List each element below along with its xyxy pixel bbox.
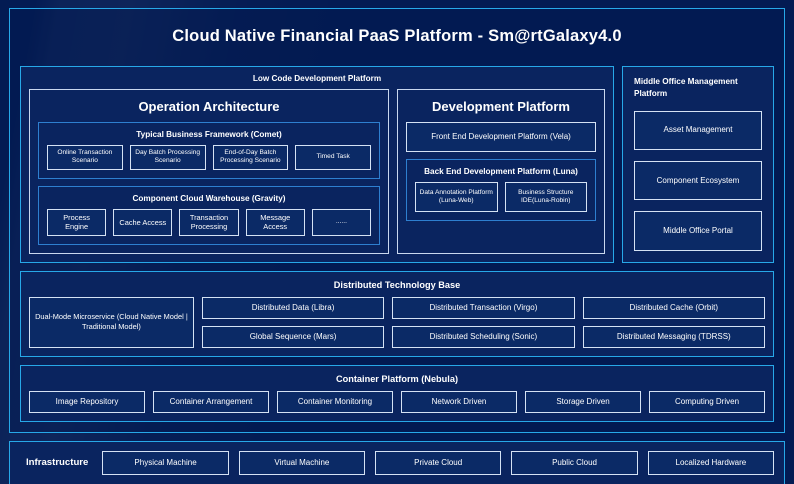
- node-more-ellipsis[interactable]: ......: [311, 208, 372, 236]
- node-localized-hardware[interactable]: Localized Hardware: [647, 450, 775, 475]
- operation-architecture-title: Operation Architecture: [138, 99, 280, 114]
- container-platform-title: Container Platform (Nebula): [336, 373, 458, 384]
- back-end-row: Data Annotation Platform (Luna-Web) Busi…: [415, 182, 587, 212]
- distributed-technology-base-title: Distributed Technology Base: [333, 279, 461, 290]
- node-global-sequence[interactable]: Global Sequence (Mars): [201, 325, 385, 348]
- component-cloud-warehouse-title: Component Cloud Warehouse (Gravity): [132, 193, 286, 203]
- development-platform-body: Front End Development Platform (Vela) Ba…: [406, 122, 596, 221]
- node-physical-machine[interactable]: Physical Machine: [102, 450, 229, 475]
- node-asset-management[interactable]: Asset Management: [634, 110, 762, 151]
- node-container-monitoring[interactable]: Container Monitoring: [277, 390, 393, 413]
- low-code-development-platform: Low Code Development Platform Operation …: [20, 66, 614, 263]
- node-private-cloud[interactable]: Private Cloud: [375, 450, 502, 475]
- development-platform: Development Platform Front End Developme…: [397, 89, 605, 254]
- node-distributed-transaction[interactable]: Distributed Transaction (Virgo): [392, 296, 575, 319]
- node-data-annotation-platform[interactable]: Data Annotation Platform (Luna-Web): [415, 182, 498, 212]
- container-platform-row: Image Repository Container Arrangement C…: [29, 390, 765, 413]
- distributed-column-1: Distributed Data (Libra) Global Sequence…: [201, 296, 385, 348]
- component-cloud-warehouse-row: Process Engine Cache Access Transaction …: [47, 208, 372, 236]
- main-platform-panel: Cloud Native Financial PaaS Platform - S…: [9, 8, 785, 433]
- node-online-transaction-scenario[interactable]: Online Transaction Scenario: [47, 145, 123, 170]
- node-business-structure-ide[interactable]: Business Structure IDE(Luna-Robin): [504, 182, 587, 212]
- node-computing-driven[interactable]: Computing Driven: [649, 390, 765, 413]
- node-transaction-processing[interactable]: Transaction Processing: [179, 208, 239, 236]
- typical-business-framework: Typical Business Framework (Comet) Onlin…: [38, 122, 380, 179]
- middle-office-management-platform: Middle Office Management Platform Asset …: [622, 66, 774, 263]
- middle-office-title: Middle Office Management Platform: [634, 77, 738, 98]
- low-code-title: Low Code Development Platform: [252, 74, 382, 83]
- upper-band: Low Code Development Platform Operation …: [20, 66, 774, 263]
- node-distributed-cache[interactable]: Distributed Cache (Orbit): [582, 296, 765, 319]
- node-end-of-day-batch-processing[interactable]: End-of-Day Batch Processing Scenario: [212, 145, 289, 170]
- dual-mode-microservice-wrap: Dual-Mode Microservice (Cloud Native Mod…: [29, 296, 194, 348]
- node-front-end-development-platform[interactable]: Front End Development Platform (Vela): [406, 122, 596, 152]
- page-title: Cloud Native Financial PaaS Platform - S…: [172, 27, 622, 45]
- node-message-access[interactable]: Message Access: [245, 208, 305, 236]
- typical-business-framework-row: Online Transaction Scenario Day Batch Pr…: [47, 145, 371, 170]
- node-distributed-messaging[interactable]: Distributed Messaging (TDRSS): [582, 325, 765, 348]
- distributed-column-2: Distributed Transaction (Virgo) Distribu…: [392, 296, 575, 348]
- node-image-repository[interactable]: Image Repository: [29, 390, 145, 413]
- distributed-technology-grid: Distributed Data (Libra) Global Sequence…: [201, 296, 765, 348]
- infrastructure-label: Infrastructure: [26, 457, 89, 469]
- container-platform: Container Platform (Nebula) Image Reposi…: [20, 364, 774, 422]
- node-component-ecosystem[interactable]: Component Ecosystem: [634, 161, 762, 201]
- typical-business-framework-title: Typical Business Framework (Comet): [136, 130, 282, 139]
- node-cache-access[interactable]: Cache Access: [113, 208, 173, 236]
- distributed-technology-base-body: Dual-Mode Microservice (Cloud Native Mod…: [29, 296, 765, 348]
- operation-architecture-body: Typical Business Framework (Comet) Onlin…: [38, 122, 380, 245]
- infrastructure-items: Physical Machine Virtual Machine Private…: [102, 450, 775, 475]
- back-end-development-platform: Back End Development Platform (Luna) Dat…: [406, 159, 596, 221]
- node-public-cloud[interactable]: Public Cloud: [511, 450, 638, 475]
- node-network-driven[interactable]: Network Driven: [401, 390, 517, 413]
- distributed-technology-base: Distributed Technology Base Dual-Mode Mi…: [20, 270, 774, 357]
- node-dual-mode-microservice[interactable]: Dual-Mode Microservice (Cloud Native Mod…: [29, 296, 194, 348]
- node-timed-task[interactable]: Timed Task: [295, 145, 371, 170]
- node-middle-office-portal[interactable]: Middle Office Portal: [634, 211, 762, 251]
- node-virtual-machine[interactable]: Virtual Machine: [238, 450, 366, 475]
- node-distributed-scheduling[interactable]: Distributed Scheduling (Sonic): [392, 325, 575, 348]
- component-cloud-warehouse: Component Cloud Warehouse (Gravity) Proc…: [38, 185, 380, 245]
- development-platform-title: Development Platform: [432, 99, 570, 114]
- node-container-arrangement[interactable]: Container Arrangement: [153, 390, 269, 413]
- node-distributed-data[interactable]: Distributed Data (Libra): [201, 296, 385, 319]
- back-end-development-platform-title: Back End Development Platform (Luna): [424, 167, 578, 176]
- infrastructure-panel: Infrastructure Physical Machine Virtual …: [9, 440, 785, 484]
- operation-architecture: Operation Architecture Typical Business …: [29, 89, 389, 254]
- low-code-columns: Operation Architecture Typical Business …: [29, 89, 605, 254]
- node-day-batch-processing-scenario[interactable]: Day Batch Processing Scenario: [129, 145, 206, 170]
- node-storage-driven[interactable]: Storage Driven: [525, 390, 641, 413]
- node-process-engine[interactable]: Process Engine: [47, 208, 107, 236]
- distributed-column-3: Distributed Cache (Orbit) Distributed Me…: [582, 296, 765, 348]
